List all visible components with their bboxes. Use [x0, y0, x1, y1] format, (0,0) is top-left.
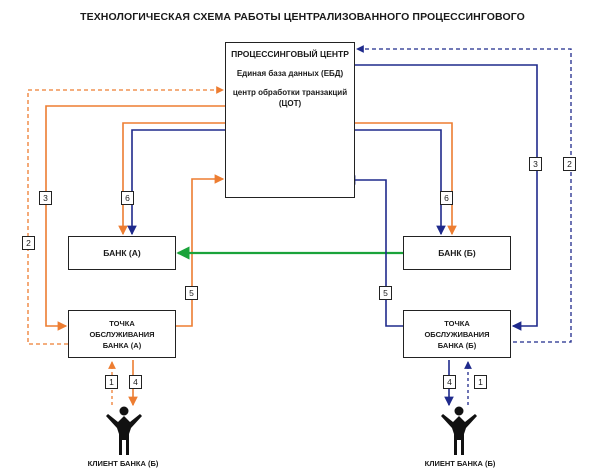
arrow-3-left [45, 105, 225, 331]
arrow-2-left [27, 86, 224, 345]
step-label-3-left: 3 [39, 191, 52, 205]
processing-center-title: ПРОЦЕССИНГОВЫЙ ЦЕНТР [231, 49, 349, 59]
step-label-4-client-left: 4 [129, 375, 142, 389]
step-label-4-client-right: 4 [443, 375, 456, 389]
step-label-1-client-right: 1 [474, 375, 487, 389]
diagram-title: ТЕХНОЛОГИЧЕСКАЯ СХЕМА РАБОТЫ ЦЕНТРАЛИЗОВ… [80, 11, 525, 23]
client-right-label: КЛИЕНТ БАНКА (Б) [424, 459, 496, 468]
service-point-a-box: ТОЧКА ОБСЛУЖИВАНИЯ БАНКА (А) [68, 310, 176, 358]
arrow-3-right [355, 64, 538, 331]
step-label-3-right: 3 [529, 157, 542, 171]
client-right-figure-icon [441, 406, 477, 455]
bank-b-box: БАНК (Б) [403, 236, 511, 270]
arrow-6-right-orange [355, 122, 457, 236]
client-left-label: КЛИЕНТ БАНКА (Б) [87, 459, 159, 468]
arrow-5-right [345, 175, 403, 327]
step-label-2-left: 2 [22, 236, 35, 250]
step-label-1-client-left: 1 [105, 375, 118, 389]
database-label: Единая база данных (ЕБД) [236, 69, 344, 78]
step-label-5-right: 5 [379, 286, 392, 300]
client-left-figure-icon [106, 406, 142, 455]
step-label-5-left: 5 [185, 286, 198, 300]
step-label-6-right: 6 [440, 191, 453, 205]
service-point-b-label: ТОЧКА ОБСЛУЖИВАНИЯ БАНКА (Б) [424, 318, 490, 350]
step-label-6-left: 6 [121, 191, 134, 205]
step-label-2-right: 2 [563, 157, 576, 171]
bank-a-box: БАНК (А) [68, 236, 176, 270]
service-point-a-label: ТОЧКА ОБСЛУЖИВАНИЯ БАНКА (А) [89, 318, 155, 350]
service-point-b-box: ТОЧКА ОБСЛУЖИВАНИЯ БАНКА (Б) [403, 310, 511, 358]
arrow-2-right [356, 45, 572, 343]
transaction-center-label: центр обработки транзакций (ЦОТ) [232, 88, 348, 108]
arrow-6-left-navy [127, 129, 225, 236]
arrow-6-right-navy [355, 129, 446, 236]
processing-center-box: ПРОЦЕССИНГОВЫЙ ЦЕНТР Единая база данных … [225, 42, 355, 198]
